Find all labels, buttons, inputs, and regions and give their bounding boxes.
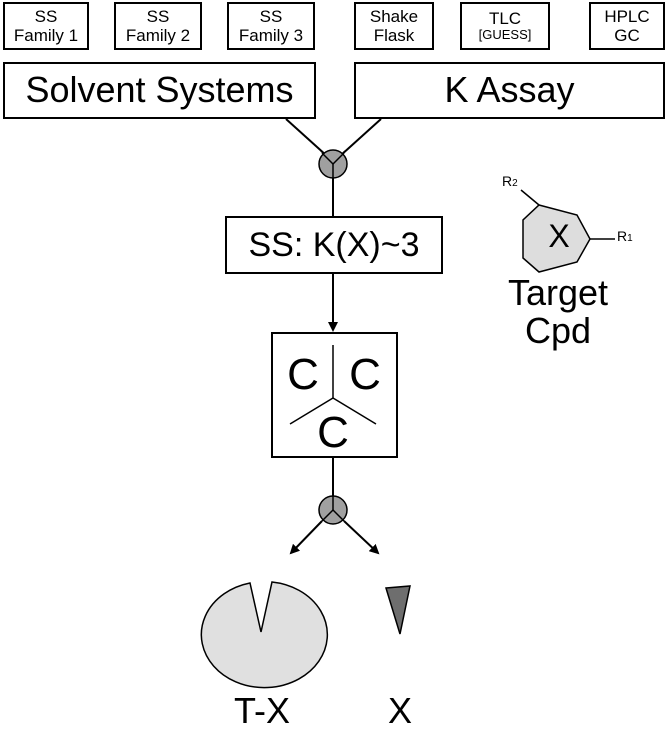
target-line2: Cpd	[524, 309, 592, 351]
merge-node-inner-left	[321, 152, 334, 165]
r1-subscript: 1	[627, 233, 633, 244]
hplc-gc-box: HPLC GC	[589, 2, 665, 50]
shake-flask-box: Shake Flask	[354, 2, 434, 50]
ss-family-3-line2: Family 3	[238, 26, 304, 45]
ss-family-1-line2: Family 1	[13, 26, 79, 45]
r1-label: R1	[617, 229, 633, 245]
ss-family-2-line2: Family 2	[125, 26, 191, 45]
k-assay-label: K Assay	[444, 69, 575, 111]
r2-label: R2	[502, 174, 518, 190]
shake-flask-line2: Flask	[373, 26, 415, 45]
ss-family-3-box: SS Family 3	[227, 2, 315, 50]
arrow-to-tx	[289, 520, 323, 555]
tlc-box: TLC [GUESS]	[460, 2, 550, 50]
r1-letter: R	[617, 228, 628, 244]
r2-subscript: 2	[512, 178, 518, 189]
r2-bond	[520, 189, 540, 206]
ccc-divider-right	[332, 397, 377, 425]
target-cpd-label: Target Cpd	[488, 274, 628, 350]
split-node-inner-left	[321, 509, 334, 522]
tlc-line2: [GUESS]	[478, 27, 532, 43]
ccc-box	[271, 332, 398, 458]
ss-family-1-line1: SS	[34, 6, 58, 26]
hplc-gc-line2: GC	[614, 26, 640, 45]
tx-pie-shape	[200, 581, 329, 689]
ss-condition-label: SS: K(X)~3	[248, 225, 420, 264]
target-line1: Target	[507, 272, 609, 313]
merge-node-inner-right	[332, 152, 345, 165]
target-center-x: X	[548, 218, 570, 254]
solvent-systems-box: Solvent Systems	[3, 62, 316, 119]
connector-kassay-to-node	[339, 118, 382, 157]
ccc-left-c: C	[287, 350, 319, 399]
ss-family-1-box: SS Family 1	[3, 2, 89, 50]
shake-flask-line1: Shake	[369, 6, 419, 26]
ss-family-2-line1: SS	[146, 6, 170, 26]
r2-letter: R	[502, 173, 513, 189]
ss-family-2-box: SS Family 2	[114, 2, 202, 50]
target-hexagon	[522, 204, 591, 273]
ccc-divider-left	[289, 397, 334, 425]
solvent-systems-label: Solvent Systems	[25, 69, 294, 111]
ss-condition-box: SS: K(X)~3	[225, 216, 443, 274]
tx-output-label: T-X	[233, 690, 290, 731]
ccc-bottom-c: C	[317, 408, 349, 457]
x-output-label: X	[387, 690, 412, 731]
hplc-gc-line1: HPLC	[604, 6, 650, 26]
split-node-inner-right	[332, 509, 345, 522]
ccc-right-c: C	[349, 350, 381, 399]
k-assay-box: K Assay	[354, 62, 665, 119]
arrow-to-x	[343, 520, 380, 555]
x-wedge-shape	[385, 585, 411, 635]
ss-family-3-line1: SS	[259, 6, 283, 26]
connector-solvent-to-node	[285, 118, 328, 157]
tlc-line1: TLC	[488, 9, 522, 29]
